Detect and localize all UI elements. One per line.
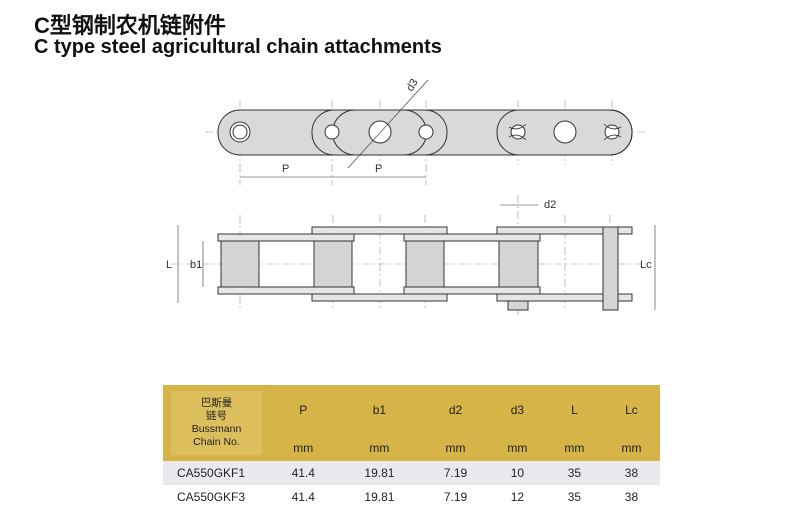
dim-p1: P	[282, 163, 289, 175]
unit: mm	[602, 435, 660, 461]
cell: 12	[510, 490, 525, 504]
header-b1: b1	[336, 385, 423, 436]
cell: 38	[624, 490, 639, 504]
title-en: C type steel agricultural chain attachme…	[34, 36, 442, 58]
dim-Lc: Lc	[640, 259, 652, 271]
cell: 41.4	[291, 490, 315, 504]
cell-model: CA550GKF3	[177, 490, 246, 504]
cell: 35	[567, 490, 582, 504]
cell: 35	[545, 461, 603, 485]
dim-d2: d2	[544, 199, 556, 211]
header-line: Bussmann	[191, 423, 242, 435]
cell: 19.81	[364, 490, 395, 504]
dim-d3: d3	[404, 77, 421, 94]
header-lc: Lc	[602, 385, 660, 436]
dim-b1: b1	[190, 259, 202, 271]
chain-drawing: P P d3 L b1 Lc d2	[166, 77, 656, 315]
spec-table: 巴斯曼 链号 Bussmann Chain No. P b1 d2 d3 L L…	[163, 385, 660, 509]
header-line: Chain No.	[193, 436, 240, 448]
title-cn: C型钢制农机链附件	[34, 13, 226, 38]
cell: 38	[602, 461, 660, 485]
header-d3: d3	[488, 385, 546, 436]
unit: mm	[336, 435, 423, 461]
unit: mm	[488, 435, 546, 461]
header-line: 巴斯曼	[200, 397, 233, 409]
unit: mm	[270, 435, 337, 461]
cell: 41.4	[270, 461, 337, 485]
cell: 7.19	[422, 461, 489, 485]
dim-L: L	[166, 259, 172, 271]
unit: mm	[422, 435, 489, 461]
header-line: 链号	[206, 410, 227, 422]
header-l: L	[545, 385, 603, 436]
dim-p2: P	[375, 163, 382, 175]
unit: mm	[545, 435, 603, 461]
cell: 19.81	[336, 461, 423, 485]
table-row: CA550GKF3 41.4 19.81 7.19 12 35 38	[163, 485, 660, 509]
cell-model: CA550GKF1	[163, 461, 270, 485]
header-d2: d2	[422, 385, 489, 436]
header-p: P	[270, 385, 337, 436]
table-row: CA550GKF1 41.4 19.81 7.19 10 35 38	[163, 461, 660, 485]
cell: 7.19	[443, 490, 468, 504]
header-chain-no: 巴斯曼 链号 Bussmann Chain No.	[163, 385, 270, 461]
cell: 10	[488, 461, 546, 485]
